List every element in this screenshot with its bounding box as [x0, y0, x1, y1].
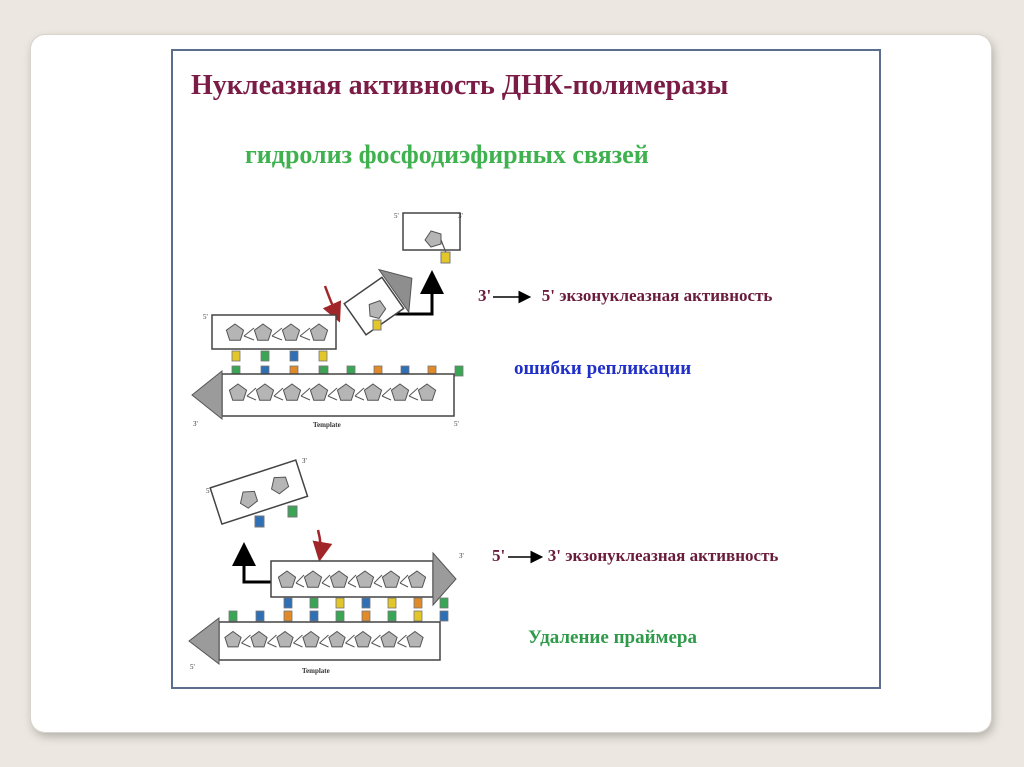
- released-primer-fragment: [209, 459, 309, 525]
- template-arrowhead: [188, 616, 220, 666]
- base-icon: [413, 597, 423, 609]
- sugar-icon: [354, 630, 372, 648]
- base-icon: [287, 505, 298, 518]
- sugar-icon: [303, 570, 323, 588]
- sugar-icon: [390, 383, 410, 401]
- base-icon: [439, 610, 449, 622]
- exonuclease-3-5-label: 3' 5' экзонуклеазная активность: [478, 286, 772, 306]
- base-icon: [289, 350, 299, 362]
- cut-site-arrow: [312, 529, 333, 562]
- strand-end-label: 5': [203, 313, 208, 321]
- base-icon: [439, 597, 449, 609]
- release-arrow: [391, 270, 444, 316]
- sugar-icon: [381, 570, 401, 588]
- template-arrowhead: [191, 369, 223, 421]
- sugar-icon: [363, 383, 383, 401]
- sugar-icon: [407, 570, 427, 588]
- sugar-icon: [276, 630, 294, 648]
- base-icon: [283, 597, 293, 609]
- base-icon: [228, 610, 238, 622]
- cut-site-arrow: [322, 285, 342, 323]
- base-icon: [361, 597, 371, 609]
- sugar-icon: [417, 383, 437, 401]
- template-label: Template: [313, 421, 341, 429]
- sugar-icon: [224, 630, 242, 648]
- base-icon: [254, 515, 265, 528]
- activity-label: 3' экзонуклеазная активность: [547, 546, 779, 565]
- sugar-icon: [328, 630, 346, 648]
- strand-end-label: 5': [454, 420, 459, 428]
- base-icon: [440, 251, 451, 264]
- strand-end-label: 5': [206, 487, 211, 495]
- template-label: Template: [302, 667, 330, 675]
- activity-prefix: 5': [492, 546, 506, 565]
- template-strand: [221, 373, 455, 417]
- base-icon: [309, 610, 319, 622]
- base-icon: [387, 610, 397, 622]
- sugar-icon: [281, 323, 301, 341]
- strand-end-label: 3': [459, 552, 464, 560]
- strand-end-label: 5': [394, 212, 399, 220]
- cleaved-nucleotide: [343, 268, 413, 336]
- sugar-icon: [277, 570, 297, 588]
- exonuclease-5-3-label: 5' 3' экзонуклеазная активность: [492, 546, 778, 566]
- sugar-icon: [250, 630, 268, 648]
- sugar-icon: [336, 383, 356, 401]
- slide-title: Нуклеазная активность ДНК-полимеразы: [191, 70, 729, 101]
- base-icon: [335, 597, 345, 609]
- bottom-panel: [188, 459, 457, 666]
- sugar-icon: [309, 323, 329, 341]
- strand-end-label: 3': [193, 420, 198, 428]
- base-icon: [255, 610, 265, 622]
- sugar-icon: [355, 570, 375, 588]
- base-icon: [387, 597, 397, 609]
- base-icon: [283, 610, 293, 622]
- sugar-icon: [309, 383, 329, 401]
- primer-arrowhead: [432, 551, 457, 607]
- base-icon: [413, 610, 423, 622]
- strand-end-label: 5': [190, 663, 195, 671]
- sugar-icon: [424, 230, 442, 248]
- base-icon: [361, 610, 371, 622]
- sugar-icon: [302, 630, 320, 648]
- slide-subtitle: гидролиз фосфодиэфирных связей: [245, 140, 649, 169]
- activity-prefix: 3': [478, 286, 492, 305]
- strand-end-label: 3': [458, 212, 463, 220]
- base-icon: [309, 597, 319, 609]
- release-arrow: [232, 542, 272, 584]
- sugar-icon: [380, 630, 398, 648]
- base-icon: [231, 350, 241, 362]
- sugar-icon: [406, 630, 424, 648]
- primer-removal-note: Удаление праймера: [528, 627, 697, 648]
- base-icon: [454, 365, 464, 377]
- strand-end-label: 3': [302, 457, 307, 465]
- replication-errors-note: ошибки репликации: [514, 358, 692, 379]
- sugar-icon: [255, 383, 275, 401]
- sugar-icon: [282, 383, 302, 401]
- sugar-icon: [253, 323, 273, 341]
- sugar-icon: [225, 323, 245, 341]
- base-icon: [372, 319, 382, 331]
- sugar-icon: [329, 570, 349, 588]
- sugar-icon: [228, 383, 248, 401]
- top-panel: [191, 212, 464, 421]
- base-icon: [260, 350, 270, 362]
- activity-label: 5' экзонуклеазная активность: [541, 286, 773, 305]
- base-icon: [335, 610, 345, 622]
- base-icon: [318, 350, 328, 362]
